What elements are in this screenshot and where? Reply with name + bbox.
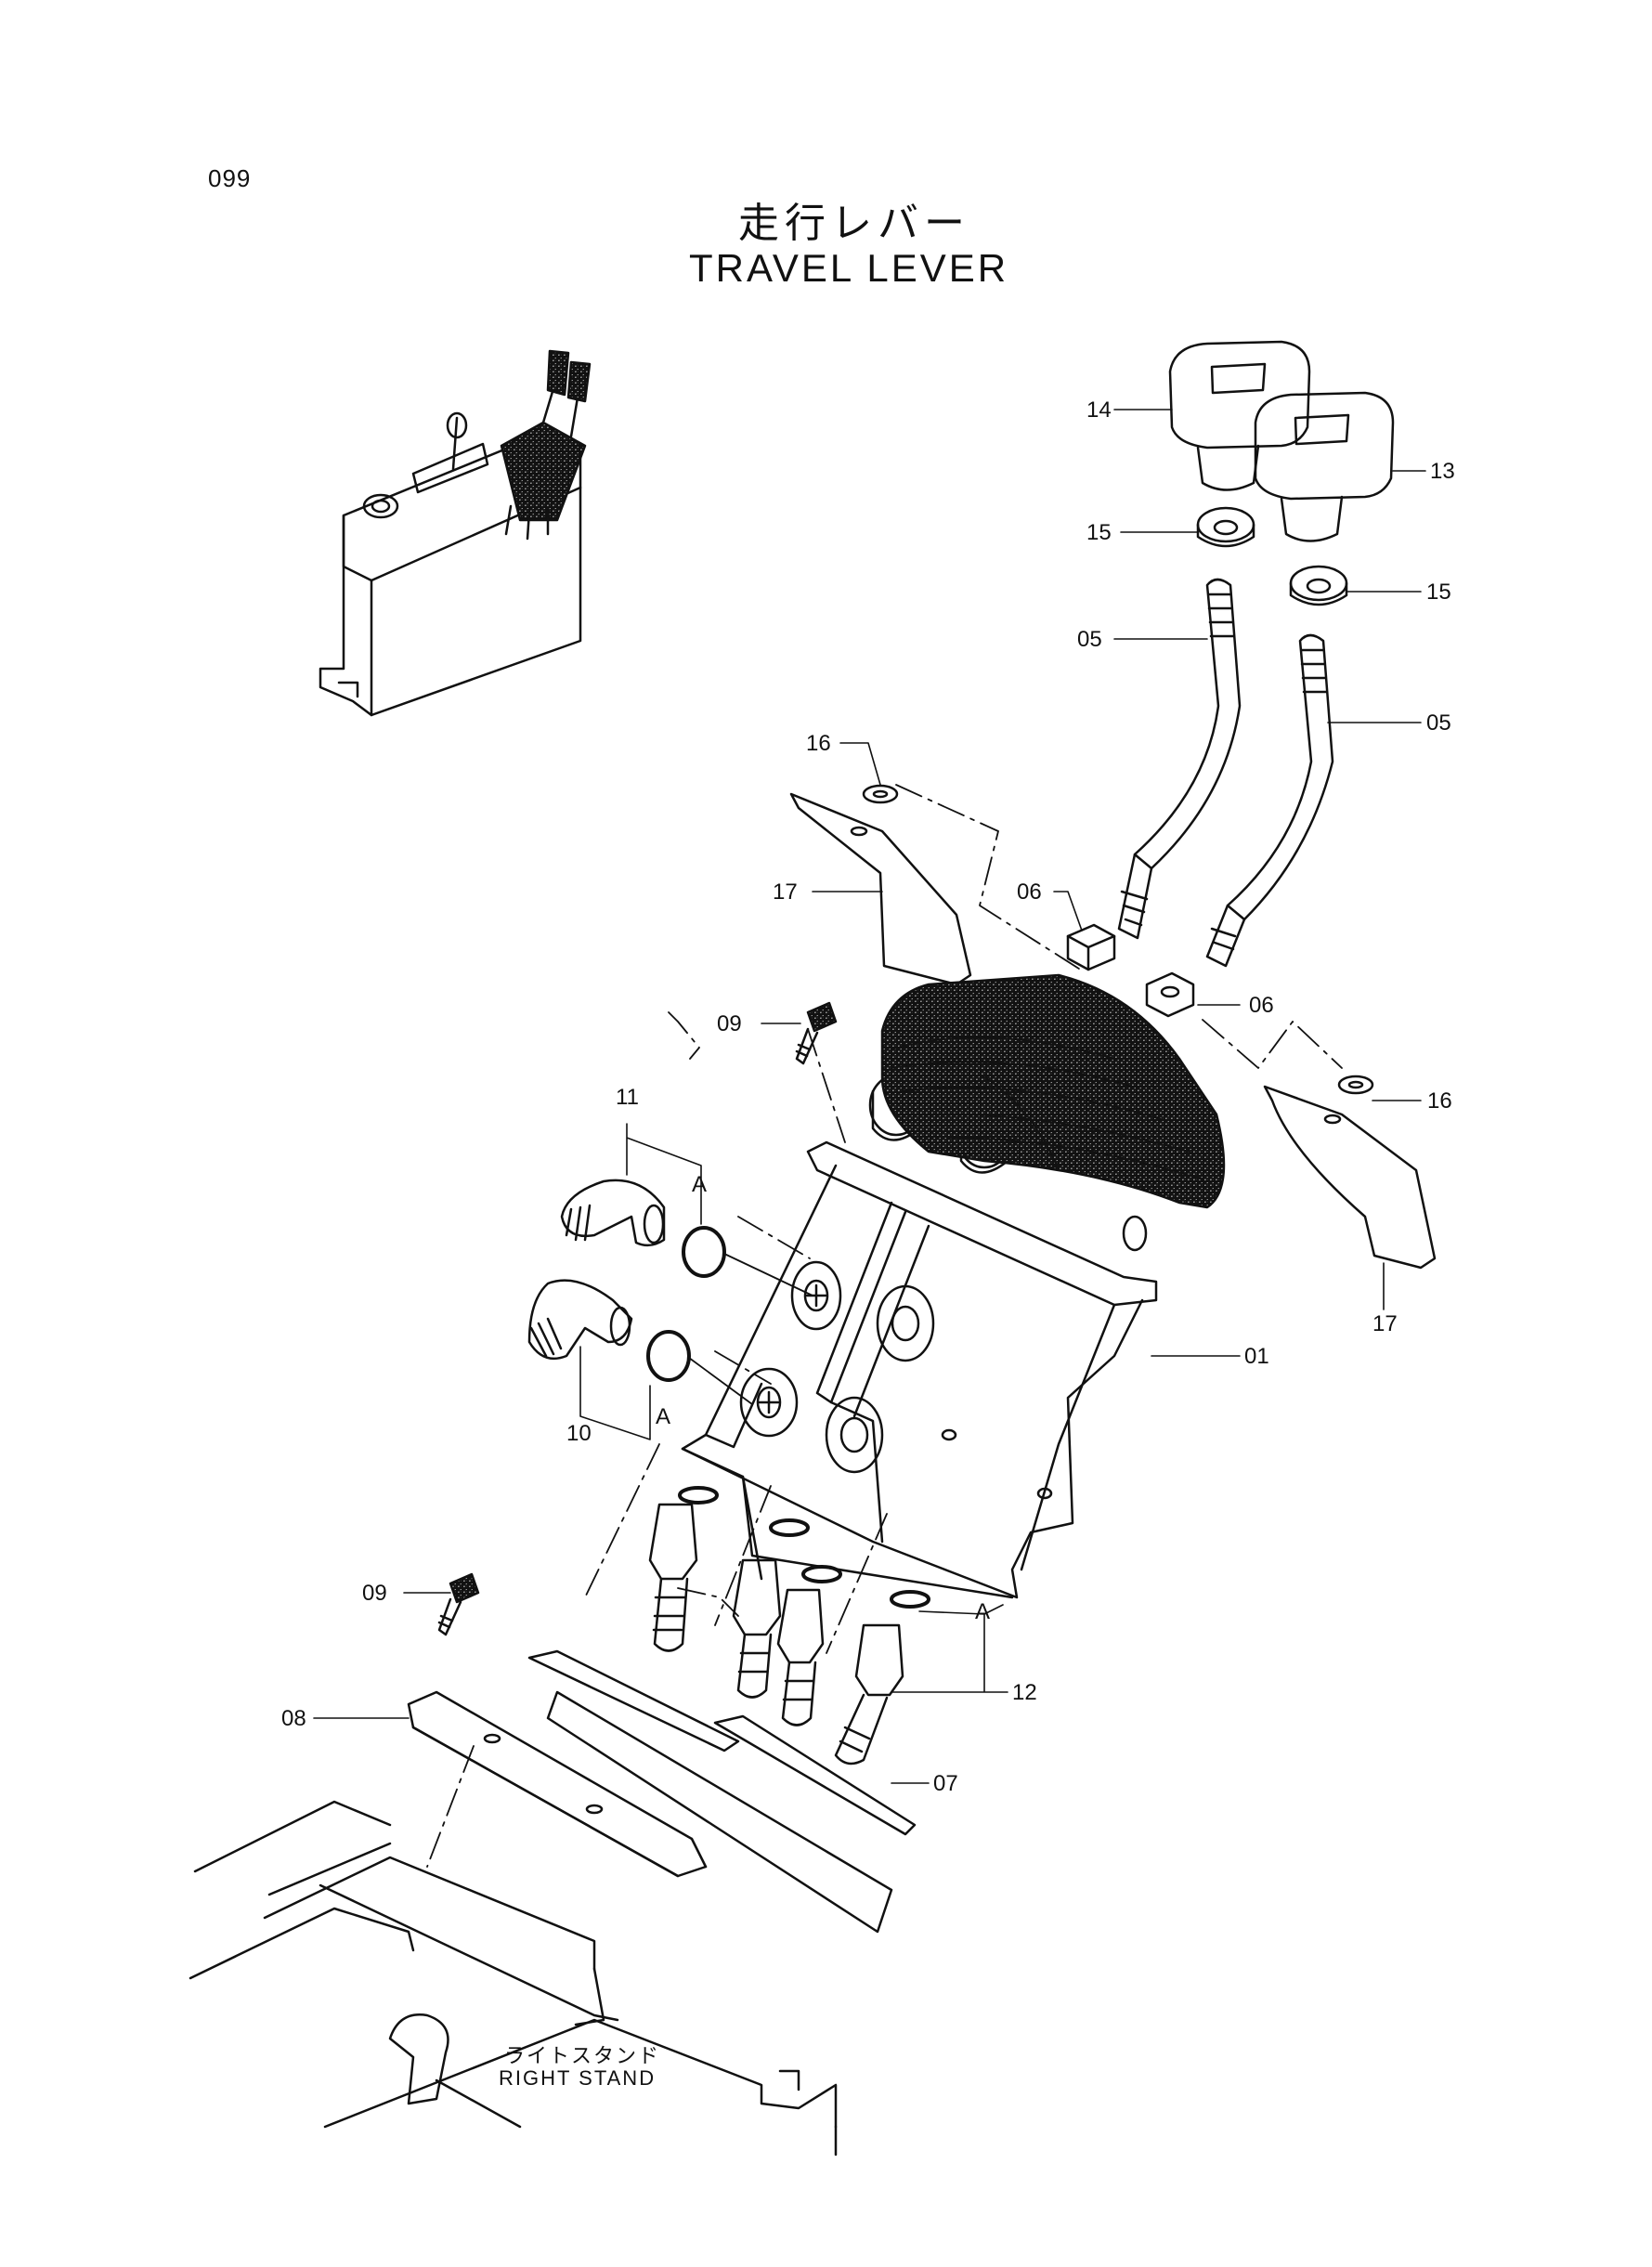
callout-a-fittings: A bbox=[975, 1599, 991, 1624]
callout-08: 08 bbox=[281, 1706, 306, 1731]
callout-09-lower: 09 bbox=[362, 1581, 387, 1606]
callout-05-left: 05 bbox=[1077, 627, 1102, 652]
callout-a-upper: A bbox=[692, 1172, 708, 1197]
callout-13: 13 bbox=[1430, 459, 1455, 484]
washer-15-right bbox=[1289, 565, 1348, 606]
stand-label-japanese: ライトスタンド bbox=[504, 2044, 661, 2067]
assembly-guide-lines bbox=[426, 784, 1343, 1868]
plate-17-right bbox=[1263, 1085, 1437, 1270]
lever-rod-05-right bbox=[1205, 633, 1334, 968]
o-ring-a-lower bbox=[646, 1330, 691, 1382]
callout-06-right: 06 bbox=[1249, 993, 1274, 1018]
callout-07: 07 bbox=[933, 1771, 958, 1796]
callout-a-lower: A bbox=[656, 1404, 671, 1429]
o-ring-a-upper bbox=[682, 1226, 726, 1278]
nut-06-left bbox=[1066, 923, 1116, 971]
grip-14 bbox=[1168, 340, 1311, 491]
nut-06-right bbox=[1145, 971, 1195, 1018]
grip-13 bbox=[1254, 391, 1395, 542]
callout-16-right: 16 bbox=[1427, 1088, 1452, 1114]
callout-15-left: 15 bbox=[1086, 520, 1112, 545]
callout-11: 11 bbox=[616, 1085, 639, 1110]
gasket-07 bbox=[527, 1649, 917, 1934]
callout-17-left: 17 bbox=[773, 879, 798, 905]
adapter-fittings-12 bbox=[648, 1503, 904, 1765]
callout-leader-lines bbox=[313, 409, 1426, 1784]
plate-17-left bbox=[789, 792, 972, 986]
locator-inset-console bbox=[319, 349, 592, 717]
callout-05-right: 05 bbox=[1426, 710, 1451, 736]
rubber-boot bbox=[880, 973, 1226, 1209]
elbow-fitting-10 bbox=[527, 1279, 633, 1361]
washer-16-left bbox=[862, 784, 899, 804]
right-stand-frame bbox=[189, 1800, 838, 2156]
callout-16-left: 16 bbox=[806, 731, 831, 756]
base-plate-08 bbox=[407, 1690, 708, 1878]
callout-10: 10 bbox=[566, 1421, 592, 1446]
o-rings-bottom bbox=[678, 1486, 930, 1609]
bolt-09-upper bbox=[795, 1001, 838, 1065]
callout-01: 01 bbox=[1244, 1344, 1269, 1369]
washer-15-left bbox=[1196, 506, 1255, 548]
callout-12: 12 bbox=[1012, 1680, 1037, 1705]
title-japanese: 走行レバー bbox=[738, 200, 970, 247]
callout-06-left: 06 bbox=[1017, 879, 1042, 905]
callout-09-upper: 09 bbox=[717, 1011, 742, 1036]
pilot-valve-body-01 bbox=[681, 1074, 1158, 1599]
callout-14: 14 bbox=[1086, 397, 1112, 423]
lever-rod-05-left bbox=[1117, 578, 1242, 940]
elbow-fitting-11 bbox=[560, 1179, 666, 1247]
title-english: TRAVEL LEVER bbox=[689, 246, 1009, 290]
washer-16-right bbox=[1337, 1075, 1374, 1095]
stand-label-english: RIGHT STAND bbox=[499, 2066, 657, 2090]
page-number: 099 bbox=[208, 164, 252, 192]
o-ring-leader-lines bbox=[688, 1253, 813, 1405]
callout-17-right: 17 bbox=[1372, 1311, 1398, 1336]
callout-15-right: 15 bbox=[1426, 580, 1451, 605]
bolt-09-lower bbox=[437, 1572, 480, 1636]
